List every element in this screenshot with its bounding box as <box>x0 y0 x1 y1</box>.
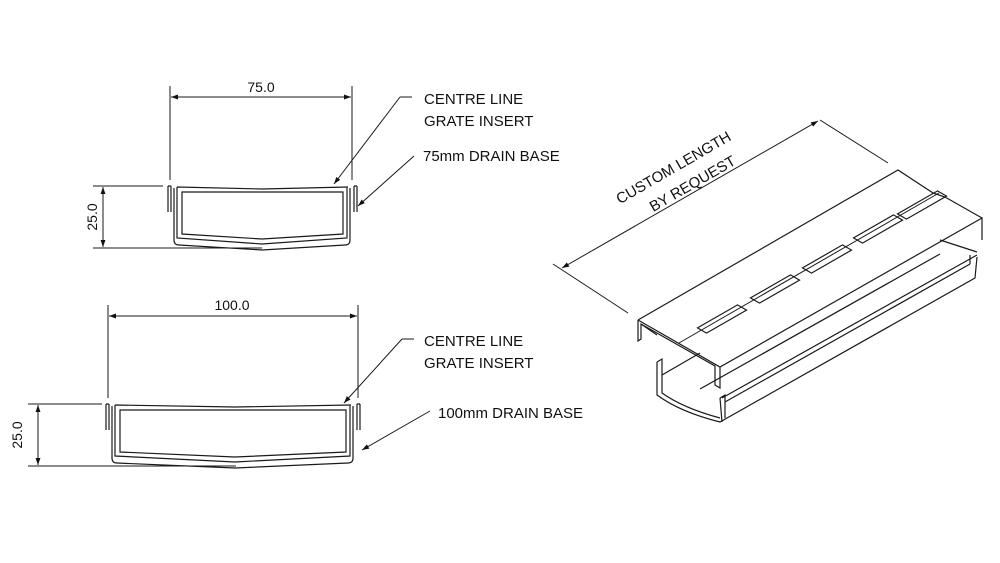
callout-centre-line: CENTRE LINE <box>424 333 523 350</box>
drain-base-channel <box>656 239 978 423</box>
height-dimension-label: 25.0 <box>9 421 25 448</box>
grate-slot <box>801 244 853 274</box>
grate-insert-outline <box>114 404 352 463</box>
width-dimension-label: 75.0 <box>247 79 274 95</box>
length-dimension-line <box>561 120 819 269</box>
isometric-view: CUSTOM LENGTH BY REQUEST <box>552 119 983 423</box>
extension-line <box>819 119 889 164</box>
grate-insert-inner <box>181 191 344 240</box>
callout-grate-insert: GRATE INSERT <box>424 113 533 130</box>
grate-slot <box>896 190 948 220</box>
extension-line <box>552 263 629 314</box>
grate-slot <box>852 214 904 244</box>
drain-base-outline <box>111 406 354 469</box>
drain-base-outline <box>173 188 351 251</box>
centre-line <box>678 192 940 344</box>
height-dimension-label: 25.0 <box>84 203 100 230</box>
leader-arrow <box>343 338 403 404</box>
callout-drain-base: 75mm DRAIN BASE <box>423 148 560 165</box>
leader-arrow <box>333 96 401 185</box>
callout-grate-insert: GRATE INSERT <box>424 355 533 372</box>
right-lip <box>353 185 358 212</box>
profile-75mm: 75.0 25.0 CENTRE LINE GRATE INSERT 75mm … <box>84 79 560 251</box>
right-lip <box>356 403 361 430</box>
grate-insert-outline <box>176 186 349 245</box>
width-dimension-label: 100.0 <box>214 297 249 313</box>
leader-arrow <box>357 155 415 207</box>
callout-centre-line: CENTRE LINE <box>424 91 523 108</box>
grate-insert-inner <box>119 409 347 458</box>
left-lip <box>167 185 172 212</box>
grate-slots <box>696 190 948 334</box>
grate-insert-cover <box>637 169 983 390</box>
grate-slot <box>696 304 748 334</box>
leader-arrow <box>361 410 431 451</box>
profile-100mm: 100.0 25.0 CENTRE LINE GRATE INSERT 100m… <box>9 297 583 469</box>
grate-slot <box>749 274 801 304</box>
left-lip <box>105 403 110 430</box>
callout-drain-base: 100mm DRAIN BASE <box>438 405 583 422</box>
